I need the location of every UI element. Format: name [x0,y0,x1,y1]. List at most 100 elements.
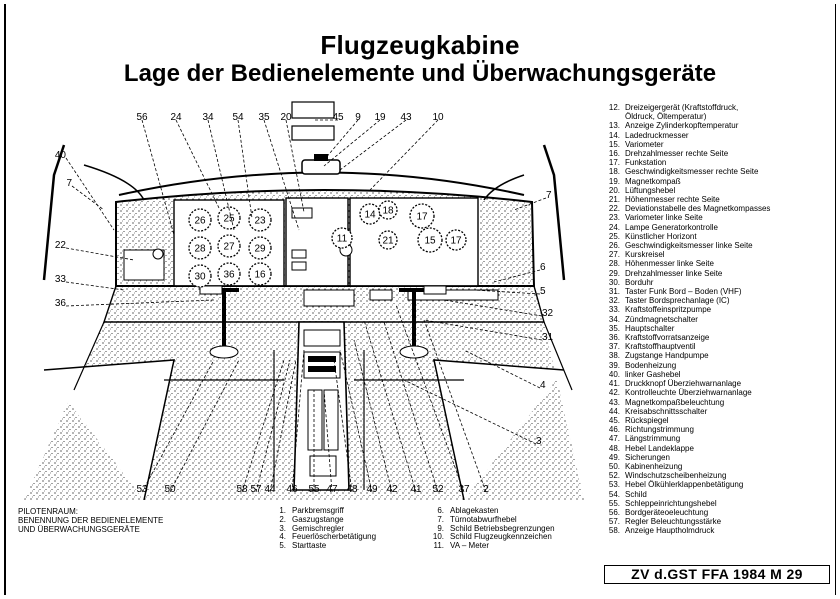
legend-text: Taster Bordsprechanlage (IC) [625,296,730,306]
legend-text: Schleppeinrichtungshebel [625,498,717,508]
legend-item: 28.Höhenmesser linke Seite [604,259,834,268]
legend-item: 33.Kraftstoffeinspritzpumpe [604,305,834,314]
legend-text: Drehzahlmesser linke Seite [625,268,723,278]
instrument-gauge: 16 [248,262,272,286]
legend-number: 14. [608,130,620,140]
instrument-gauge: 36 [217,262,241,286]
legend-item: 32.Taster Bordsprechanlage (IC) [604,296,834,305]
instrument-gauge: 18 [378,200,398,220]
callout-number: 24 [170,112,182,123]
callout-number: 6 [540,262,546,273]
legend-text: Richtungstrimmung [625,425,694,435]
callout-line [269,359,297,493]
callout-number: 47 [326,484,338,495]
callout-line [333,359,353,493]
callout-number: 46 [286,484,298,495]
legend-item: 19.Magnetkompaß [604,177,834,186]
legend-item: 34.Zündmagnetschalter [604,315,834,324]
legend-text: Sicherungen [625,452,670,462]
compass-shape [301,159,341,175]
instrument-gauge: 30 [188,264,212,288]
callout-number: 43 [400,112,412,123]
legend-number: 1. [279,506,286,515]
legend-number: 15. [608,139,620,149]
callout-line [71,185,105,211]
legend-number: 36. [608,333,620,343]
callout-number: 2 [483,484,489,495]
instrument-label: 17 [416,212,428,223]
callout-line [463,349,541,389]
legend-number: 10. [432,532,444,542]
callout-number: 33 [55,274,67,285]
legend-item: 5.Starttaste [272,541,376,551]
callout-number: 4 [540,380,546,391]
legend-item: 48.Hebel Landeklappe [604,444,834,453]
legend-number: 13. [608,121,620,131]
legend-number: 20. [608,185,620,195]
legend-text: Kabinenheizung [625,461,683,471]
legend-number: 16. [608,149,620,159]
instrument-gauge: 17 [409,203,435,229]
legend-number: 23. [608,213,620,223]
legend-item: 18.Geschwindigkeitsmesser rechte Seite [604,167,834,176]
legend-number: 42. [608,388,620,398]
legend-text: Ablagekasten [450,506,499,515]
legend-number: 53. [608,480,620,490]
legend-number: 3. [279,523,286,533]
legend-number: 2. [279,514,286,524]
legend-number: 38. [608,351,620,361]
legend-number: 49. [608,452,620,462]
callout-line [369,119,439,191]
windshield-frame-right [542,144,566,281]
legend-number: 43. [608,397,620,407]
instrument-gauge: 28 [188,236,212,260]
instrument-gauge: 29 [248,236,272,260]
instrument-gauge: 26 [188,208,212,232]
legend-item: 21.Höhenmesser rechte Seite [604,195,834,204]
legend-item: 25.Künstlicher Horizont [604,232,834,241]
legend-text: Hebel Landeklappe [625,443,694,453]
legend-item: 41.Druckknopf Überziehwarnanlage [604,379,834,388]
page-title: Flugzeugkabine [320,30,520,60]
instrument-label: 36 [223,270,235,281]
callout-number: 22 [55,240,67,251]
page-subtitle: Lage der Bedienelemente und Überwachungs… [123,60,717,87]
legend-text: Hauptschalter [625,323,675,333]
instrument-label: 28 [194,244,206,255]
legend-text: Längstrimmung [625,434,681,444]
legend-item: 50.Kabinenheizung [604,462,834,471]
legend-item: 37.Kraftstoffhauptventil [604,342,834,351]
instrument-label: 16 [254,270,266,281]
instrument-label: 29 [254,244,266,255]
legend-text: Zündmagnetschalter [625,314,698,324]
legend-number: 18. [608,167,620,177]
legend-number: 58. [608,526,620,536]
instrument-gauge: 14 [359,203,381,225]
callout-number: 37 [458,484,470,495]
legend-text: Starttaste [292,541,327,551]
legend-text: Rückspiegel [625,415,669,425]
instrument-label: 25 [223,214,235,225]
legend-number: 4. [279,532,286,542]
legend-item: 27.Kurskreisel [604,250,834,259]
legend-text: Kraftstoffvorratsanzeige [625,333,710,343]
legend-number: 57. [608,517,620,527]
legend-item: 53.Hebel Ölkühlerklappenbetätigung [604,480,834,489]
callout-number: 31 [542,332,554,343]
legend-text: Schild Flugzeugkennzeichen [450,532,552,542]
callout-number: 36 [55,298,67,309]
legend-item: 3.Gemischregler [272,523,376,534]
callout-line [175,119,220,209]
legend-item: 42.Kontrolleuchte Überziehwarnanlage [604,388,834,397]
instrument-label: 27 [223,242,235,253]
legend-number: 27. [608,250,620,260]
callout-number: 54 [232,112,244,123]
callout-number: 35 [258,112,270,123]
instrument-gauge: 27 [217,234,241,258]
legend-number: 7. [437,514,444,524]
legend-text: Höhenmesser linke Seite [625,259,714,269]
cabin-caption: PILOTENRAUM: BENENNUNG DER BEDIENELEMENT… [18,507,238,534]
legend-item: 1.Parkbremsgriff [272,506,376,516]
legend-item: 14.Ladedruckmesser [604,131,834,140]
instrument-label: 21 [382,236,394,247]
